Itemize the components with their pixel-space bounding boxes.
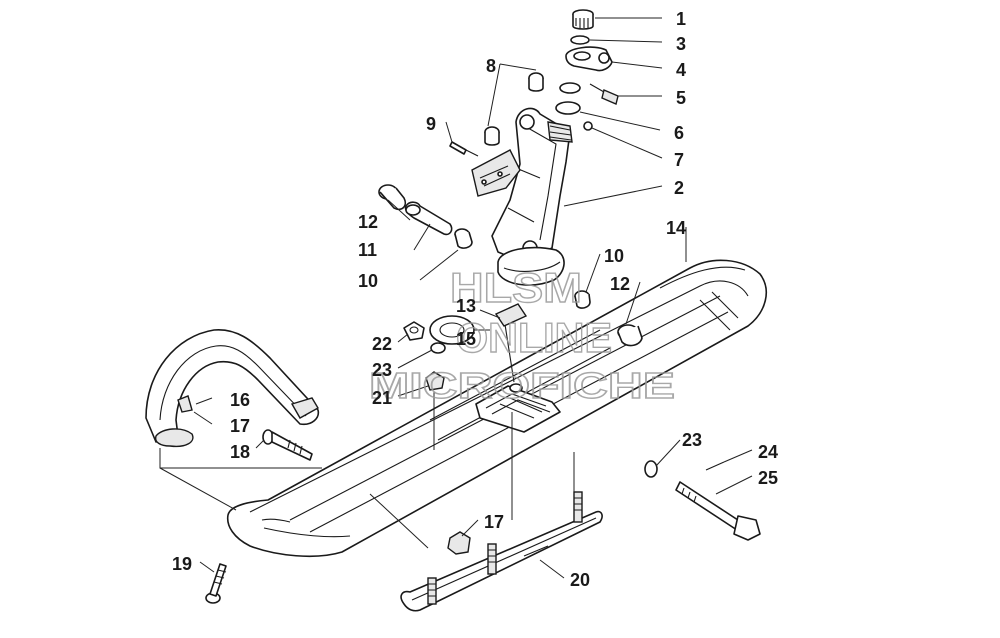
callout-7: 7 <box>674 150 684 170</box>
washer-6b <box>555 101 581 115</box>
callout-14: 14 <box>666 218 686 238</box>
callout-3: 3 <box>676 34 686 54</box>
bushing-12-right <box>617 324 643 347</box>
bushing-12-left <box>378 184 407 211</box>
callout-2: 2 <box>674 178 684 198</box>
leader-lines <box>159 17 753 579</box>
callout-1: 1 <box>676 9 686 29</box>
ski-handle <box>145 329 320 448</box>
callouts: 1 3 4 5 8 6 9 7 2 14 12 11 10 10 12 13 1… <box>172 9 778 590</box>
screw-9 <box>449 141 479 157</box>
callout-10b: 10 <box>604 246 624 266</box>
pin-24 <box>705 461 725 471</box>
bushing-8a <box>528 72 544 92</box>
bolt-13 <box>494 303 528 393</box>
clamp-4 <box>565 46 613 72</box>
nut-21 <box>425 371 445 391</box>
bolt-5 <box>589 83 619 105</box>
watermark-line2: ONLINE <box>456 314 612 361</box>
callout-13: 13 <box>456 296 476 316</box>
callout-11: 11 <box>358 240 377 260</box>
callout-17b: 17 <box>484 512 504 532</box>
watermark: HLSM ONLINE MICROFICHE <box>368 263 675 406</box>
callout-5: 5 <box>676 88 686 108</box>
callout-9: 9 <box>426 114 436 134</box>
spindle <box>491 107 573 263</box>
nut-17-lower <box>447 531 471 555</box>
spindle-collar <box>497 246 565 286</box>
cap-1 <box>572 9 594 30</box>
washer-3 <box>570 35 590 45</box>
bolt-18 <box>262 429 313 461</box>
callout-4: 4 <box>676 60 686 80</box>
callout-21: 21 <box>372 388 392 408</box>
watermark-line1: HLSM <box>450 264 582 311</box>
nut-7 <box>583 121 593 131</box>
callout-23a: 23 <box>372 360 392 380</box>
washer-23-upper <box>430 342 446 354</box>
spindle-bracket <box>471 149 521 197</box>
callout-25: 25 <box>758 468 778 488</box>
callout-18: 18 <box>230 442 250 462</box>
callout-19: 19 <box>172 554 192 574</box>
washer-6a <box>559 82 581 94</box>
screw-19 <box>205 563 227 604</box>
callout-12b: 12 <box>610 274 630 294</box>
callout-23b: 23 <box>682 430 702 450</box>
callout-20: 20 <box>570 570 590 590</box>
nut-22 <box>403 321 425 341</box>
callout-8: 8 <box>486 56 496 76</box>
bushing-8b <box>484 126 500 146</box>
watermark-line3: MICROFICHE <box>369 365 675 406</box>
bolt-25 <box>675 481 761 541</box>
callout-6: 6 <box>674 123 684 143</box>
callout-10a: 10 <box>358 271 378 291</box>
callout-17a: 17 <box>230 416 250 436</box>
callout-24: 24 <box>758 442 778 462</box>
bushing-10-right <box>574 290 591 309</box>
bushing-10-left <box>454 228 473 249</box>
callout-16: 16 <box>230 390 250 410</box>
ski-saddle <box>475 385 561 433</box>
spacer-tube-11 <box>404 201 453 236</box>
callout-15: 15 <box>456 329 476 349</box>
callout-12a: 12 <box>358 212 378 232</box>
washer-23-lower <box>644 460 658 478</box>
insert-17-upper <box>177 395 193 413</box>
wear-bar <box>400 491 603 612</box>
callout-22: 22 <box>372 334 392 354</box>
